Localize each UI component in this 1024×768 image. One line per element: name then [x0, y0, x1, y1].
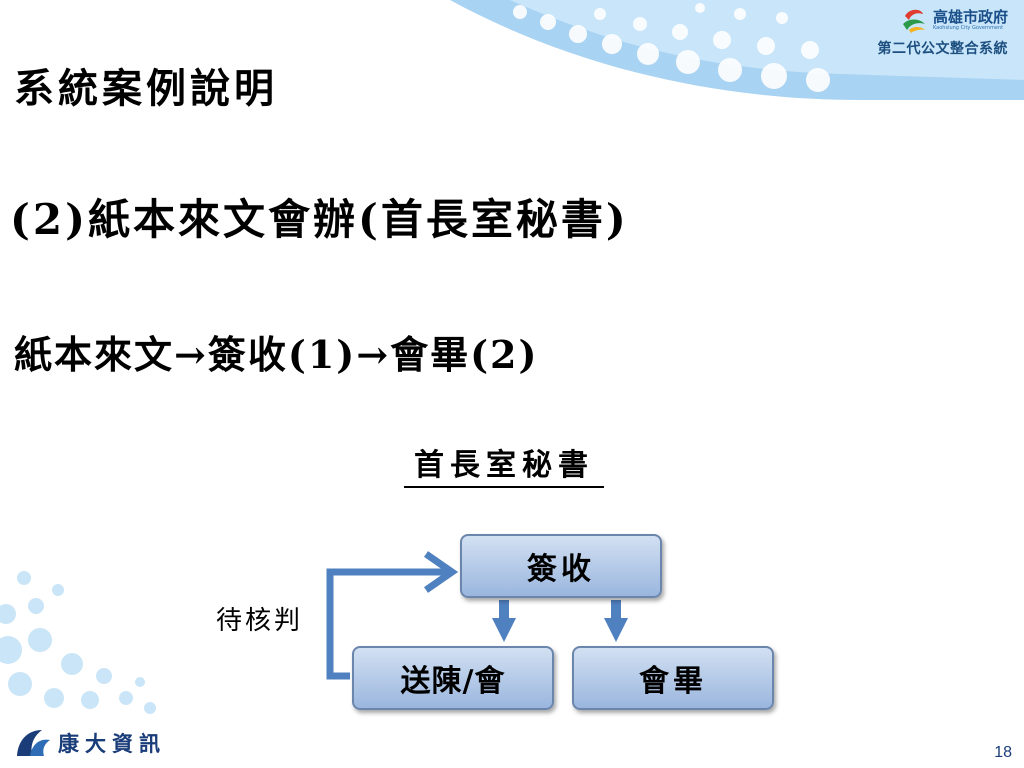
arrow-sign-to-done-shaft — [611, 600, 621, 620]
node-done: 會畢 — [572, 646, 774, 710]
node-send: 送陳/會 — [352, 646, 554, 710]
pending-review-label: 待核判 — [216, 606, 304, 636]
government-brand: 高雄市政府 Kaohsiung City Government 第二代公文整合系… — [878, 6, 1009, 58]
city-name-en: Kaohsiung City Government — [932, 25, 1004, 31]
role-label: 首長室秘書 — [404, 440, 604, 488]
slide-title: 系統案例說明 — [14, 65, 278, 112]
slide-subtitle: (2)紙本來文會辦(首長室秘書) — [10, 195, 629, 244]
kaohsiung-city-logo-icon — [902, 9, 925, 33]
arrow-sign-to-send-shaft — [499, 600, 509, 620]
arrow-sign-to-send-head — [492, 618, 516, 642]
city-name: 高雄市政府 — [932, 8, 1008, 26]
loop-back-arrowhead — [424, 551, 459, 593]
company-logo-icon — [17, 730, 50, 756]
loop-back-connector — [326, 568, 446, 680]
company-logo: 康大資訊 — [14, 726, 166, 760]
company-name: 康大資訊 — [58, 732, 166, 756]
node-sign: 簽收 — [460, 534, 662, 598]
flow-summary: 紙本來文→簽收(1)→會畢(2) — [14, 332, 539, 377]
arrow-sign-to-done-head — [604, 618, 628, 642]
system-name: 第二代公文整合系統 — [877, 41, 1008, 57]
page-number: 18 — [994, 744, 1012, 761]
